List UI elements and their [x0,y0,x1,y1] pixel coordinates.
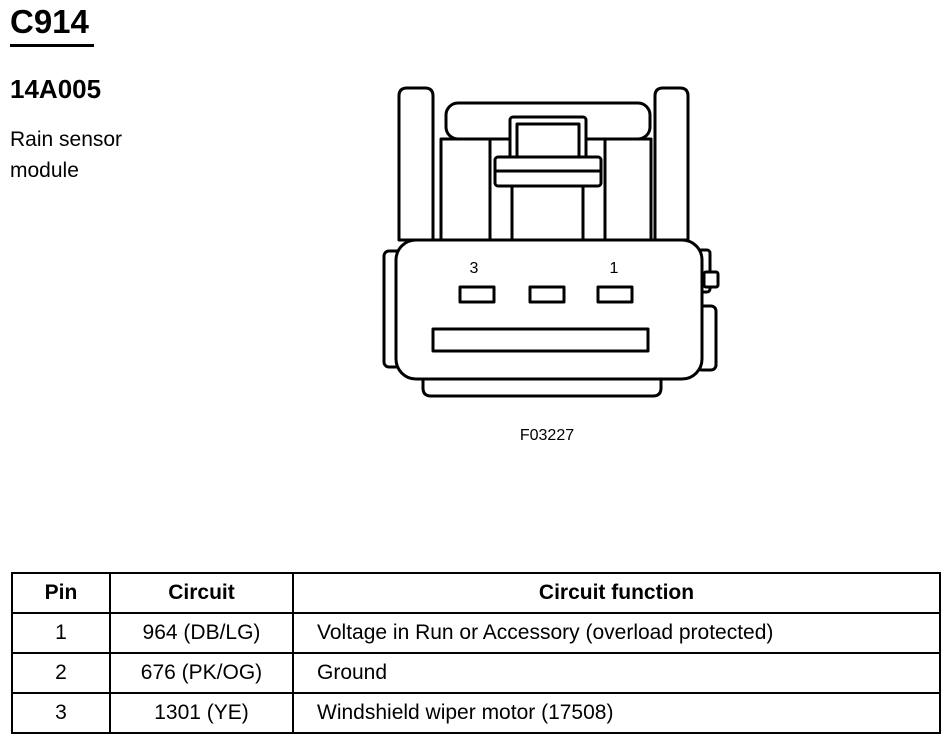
keying-slot [431,327,650,353]
circuit-cell: 1301 (YE) [109,692,294,734]
connector-description: Rain sensor module [10,128,123,182]
circuit-function-column-header: Circuit function [292,572,941,614]
left-latch-post [397,86,435,242]
inner-left-tab [439,137,492,242]
pin-label-1: 1 [610,260,619,277]
lock-stem [510,183,585,242]
circuit-cell: 964 (DB/LG) [109,612,294,654]
pin-cavity-1 [596,285,634,304]
circuit-function-cell: Voltage in Run or Accessory (overload pr… [292,612,941,654]
pin-cell: 3 [11,692,111,734]
connector-housing [394,238,704,381]
bottom-flange [421,378,663,398]
pin-label-3: 3 [470,260,479,277]
circuit-column-header: Circuit [109,572,294,614]
pin-cell: 2 [11,652,111,694]
pin-cavity-2 [528,285,566,304]
table-row: 2 676 (PK/OG) Ground [11,652,941,694]
part-number: 14A005 [10,74,102,104]
pin-table-header-row: Pin Circuit Circuit function [11,572,941,614]
inner-right-tab [603,137,653,242]
pin-cavity-3 [458,285,496,304]
figure-code: F03227 [520,427,574,444]
pin-column-header: Pin [11,572,111,614]
right-latch-post [653,86,690,242]
circuit-cell: 676 (PK/OG) [109,652,294,694]
pin-table: Pin Circuit Circuit function 1 964 (DB/L… [11,572,941,734]
table-row: 1 964 (DB/LG) Voltage in Run or Accessor… [11,612,941,654]
connector-id-underline [10,44,94,47]
circuit-function-cell: Windshield wiper motor (17508) [292,692,941,734]
circuit-function-cell: Ground [292,652,941,694]
table-row: 3 1301 (YE) Windshield wiper motor (1750… [11,692,941,734]
pin-cell: 1 [11,612,111,654]
connector-face-diagram: 3 1 F03227 [382,86,720,444]
connector-id: C914 [10,3,89,40]
right-ear-catch [702,270,720,289]
